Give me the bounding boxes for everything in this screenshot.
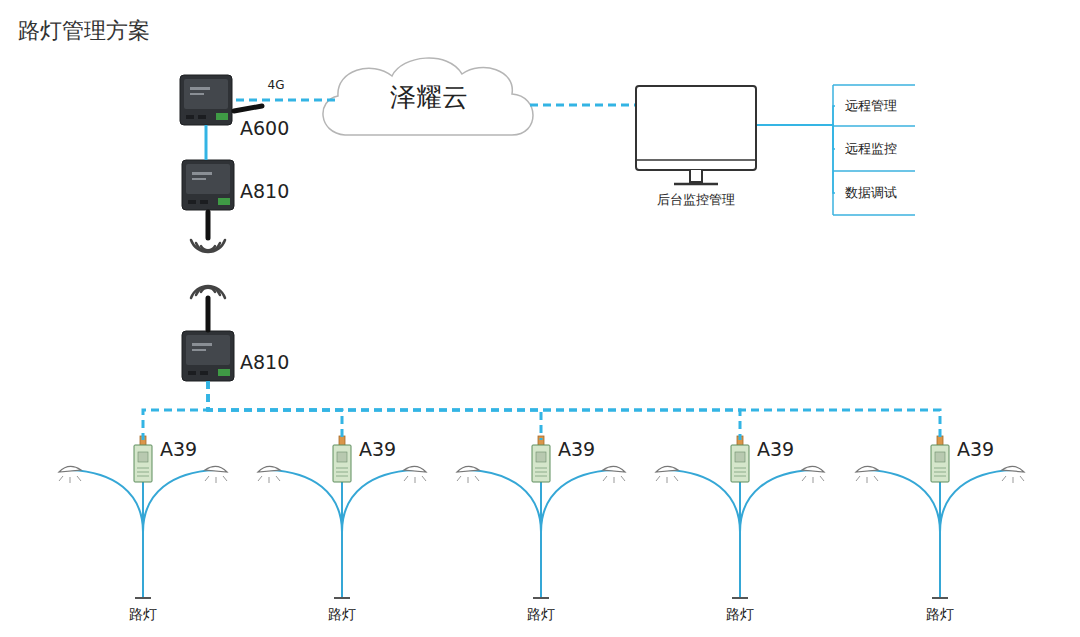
- function-item: 远程管理: [835, 88, 921, 124]
- lamp-caption: 路灯: [328, 606, 356, 624]
- node-text: 远程监控: [835, 131, 921, 167]
- node-text: 数据调试: [835, 175, 921, 211]
- connector-line: [143, 381, 208, 440]
- node-text: A39: [160, 438, 197, 460]
- edge-label: 4G: [266, 78, 287, 92]
- radio-module: A39: [532, 440, 550, 482]
- function-item: 数据调试: [835, 175, 921, 211]
- gateway-device: A600: [180, 75, 232, 125]
- connector: [208, 381, 940, 440]
- radio-device: A810: [182, 331, 234, 381]
- connector-line: [205, 125, 208, 160]
- connector: [143, 381, 208, 440]
- lamp-caption: 路灯: [527, 606, 555, 624]
- node-text: A810: [240, 351, 289, 373]
- radio-module: A39: [731, 440, 749, 482]
- radio-module: A39: [931, 440, 949, 482]
- lamp-caption: 路灯: [129, 606, 157, 624]
- radio-module: A39: [333, 440, 351, 482]
- connector: [236, 100, 336, 101]
- connector-line: [757, 106, 835, 125]
- node-text: A39: [957, 438, 994, 460]
- node-text: A39: [359, 438, 396, 460]
- connector-line: [757, 125, 835, 193]
- node-text: 泽耀云: [320, 80, 538, 115]
- connector-line: [236, 99, 336, 102]
- node-text: 远程管理: [835, 88, 921, 124]
- connector-line: [208, 381, 940, 440]
- radio-module: A39: [134, 440, 152, 482]
- monitor-terminal: 后台监控管理: [635, 85, 757, 209]
- connector: [757, 125, 835, 149]
- node-text: A39: [757, 438, 794, 460]
- connector: [206, 125, 207, 160]
- lamp-caption: 路灯: [926, 606, 954, 624]
- node-text: A600: [240, 117, 289, 139]
- connector-line: [530, 104, 635, 107]
- lamp-caption: 路灯: [726, 606, 754, 624]
- connector: [530, 105, 635, 106]
- node-text: A39: [558, 438, 595, 460]
- node-text: A810: [240, 180, 289, 202]
- connector: [757, 125, 835, 193]
- connector-line: [757, 125, 835, 149]
- cloud-platform: 泽耀云: [320, 55, 538, 137]
- function-item: 远程监控: [835, 131, 921, 167]
- connector: [757, 106, 835, 125]
- radio-device: A810: [182, 160, 234, 210]
- node-text: 后台监控管理: [635, 191, 757, 209]
- diagram-title: 路灯管理方案: [18, 16, 150, 46]
